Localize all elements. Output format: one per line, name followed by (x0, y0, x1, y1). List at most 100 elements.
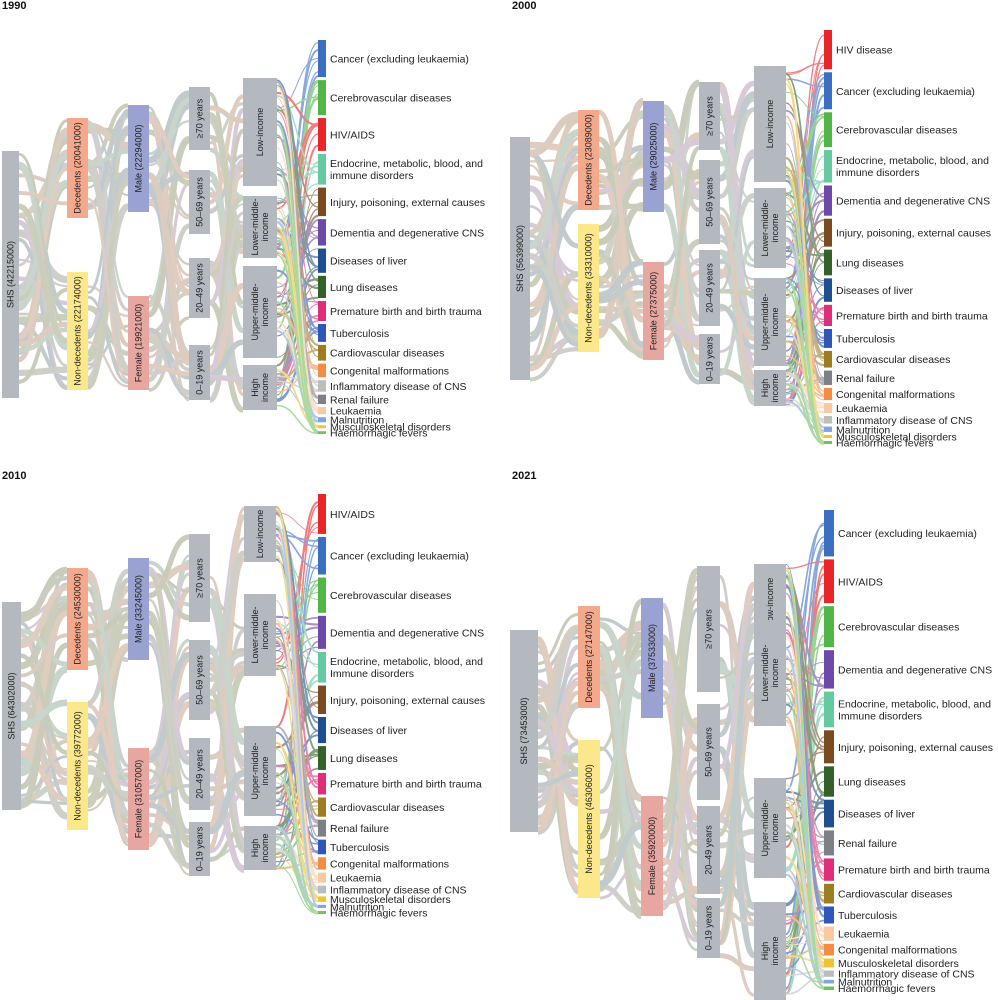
flow-band (529, 264, 579, 348)
cause-label: Injury, poisoning, external causes (330, 695, 485, 707)
cause-thread (275, 828, 319, 915)
flow-band (87, 341, 129, 388)
node-label: SHS (42215000) (6, 241, 16, 308)
flow-band (529, 111, 579, 157)
node-label: 20–49 years (704, 825, 714, 875)
flow-ribbons (19, 507, 247, 876)
flow-ribbons (17, 90, 246, 413)
cause-label: Dementia and degenerative CNS (838, 664, 992, 676)
flow-band (719, 828, 755, 849)
node-label: income (260, 756, 270, 785)
flow-band (148, 118, 190, 179)
panel-year-title: 1990 (2, 0, 26, 12)
node-age (697, 806, 720, 894)
cause-label: Cardiovascular diseases (838, 889, 952, 901)
flow-band (599, 635, 642, 752)
node-age (189, 738, 210, 810)
node-age (697, 566, 720, 692)
flow-band (87, 613, 129, 639)
cause-label: Renal failure (838, 838, 897, 850)
cause-bar (318, 577, 326, 613)
cause-bar (824, 185, 832, 216)
cause-thread (276, 96, 319, 112)
cause-bar (318, 536, 326, 575)
cause-label: Inflammatory disease of CNS (838, 969, 975, 981)
node-status (67, 702, 88, 830)
cause-label: Tuberculosis (330, 328, 389, 340)
flow-band (529, 151, 579, 249)
cause-thread (276, 110, 319, 304)
cause-thread (785, 263, 825, 311)
cause-thread (785, 277, 825, 445)
cause-label: Inflammatory disease of CNS (330, 885, 467, 897)
cause-label: Injury, poisoning, external causes (330, 197, 485, 209)
flow-band (208, 94, 245, 205)
cause-threads (784, 34, 826, 445)
node-label: Non-decedents (46306000) (584, 764, 594, 874)
cause-bar (318, 857, 326, 870)
node-income (754, 620, 786, 726)
cause-label: Endocrine, metabolic, blood, and (838, 698, 991, 710)
cause-thread (275, 748, 319, 912)
cause-thread (785, 180, 825, 216)
node-status (67, 272, 88, 390)
flow-band (87, 160, 129, 312)
flow-band (661, 598, 699, 832)
node-sex (128, 296, 149, 390)
flow-band (718, 600, 756, 723)
cause-thread (785, 693, 825, 989)
flow-band (663, 138, 700, 164)
node-age (189, 170, 210, 234)
cause-bar (824, 387, 832, 401)
node-label: 20–49 years (705, 263, 715, 313)
cause-label: Inflammatory disease of CNS (836, 415, 973, 427)
node-label: 20–49 years (195, 263, 205, 313)
cause-label: Dementia and degenerative CNS (330, 227, 484, 239)
node-label: Female (31057000) (134, 760, 144, 839)
flow-band (20, 699, 68, 728)
node-label: income (770, 813, 780, 842)
cause-bar (824, 858, 834, 881)
node-income (754, 902, 786, 1000)
flow-band (86, 570, 130, 843)
cause-bar (318, 300, 326, 321)
node-income (243, 78, 277, 186)
flow-band (663, 303, 700, 346)
node-label: Decedents (27147000) (584, 611, 594, 703)
cause-label: Musculoskeletal disorders (836, 431, 957, 443)
flow-band (18, 327, 68, 353)
cause-thread (785, 193, 825, 256)
flow-band (87, 149, 129, 167)
cause-bar (824, 606, 834, 648)
flow-band (663, 108, 700, 298)
cause-label: Malnutrition (836, 424, 890, 436)
node-age (699, 334, 720, 384)
cause-label: Diseases of liver (330, 256, 408, 268)
cause-thread (275, 826, 319, 907)
cause-label: Inflammatory disease of CNS (330, 381, 467, 393)
node-label: High (760, 942, 770, 961)
flow-band (719, 155, 755, 292)
node-label: ≥70 years (705, 96, 715, 136)
cause-label: Renal failure (836, 373, 895, 385)
cause-thread (785, 34, 825, 252)
node-sex (128, 748, 149, 850)
flow-band (87, 750, 129, 802)
flow-band (537, 612, 579, 666)
flow-band (662, 857, 698, 893)
node-age (699, 250, 720, 326)
node-total (2, 151, 19, 398)
node-label: 0–19 years (195, 826, 205, 871)
cause-bar (824, 691, 834, 728)
flow-band (663, 174, 700, 349)
cause-bar (824, 304, 832, 326)
node-age (699, 160, 720, 244)
flow-band (87, 579, 129, 782)
cause-label: HIV disease (836, 45, 893, 57)
node-age (189, 258, 210, 318)
cause-bar (318, 717, 326, 744)
node-total (510, 630, 538, 832)
cause-thread (785, 945, 825, 960)
flow-band (718, 214, 756, 391)
flow-band (208, 688, 246, 852)
